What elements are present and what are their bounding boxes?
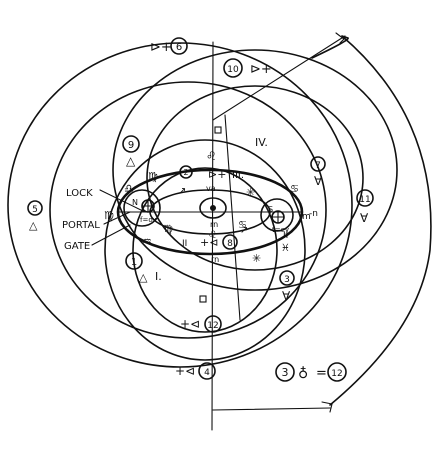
outer-connector-top bbox=[212, 35, 346, 121]
ring-band-inner-left bbox=[49, 81, 327, 339]
svg-text:12: 12 bbox=[331, 369, 342, 379]
triangle-down-glyph-11: ∀ bbox=[360, 211, 369, 225]
roman-numeral-I: I. bbox=[155, 270, 162, 283]
rn-top-label: rn bbox=[210, 220, 218, 229]
virgo-glyph-left: ♍ bbox=[104, 209, 114, 222]
equation-equals: = bbox=[316, 366, 327, 381]
lock-label: LOCK bbox=[66, 188, 93, 199]
ring-number-11: 11 bbox=[356, 189, 374, 207]
svg-text:10: 10 bbox=[227, 65, 239, 75]
n-glyph-label: -n bbox=[309, 209, 318, 219]
ring-band-outer-lower bbox=[104, 139, 306, 361]
cancer-glyph-top: ♋ bbox=[290, 184, 299, 195]
svg-text:11: 11 bbox=[359, 195, 370, 205]
gate-pointer bbox=[91, 224, 131, 246]
ring-number-5: 5 bbox=[27, 200, 43, 216]
svg-text:3: 3 bbox=[282, 366, 289, 379]
north-hub-circle bbox=[123, 189, 161, 227]
roman-numeral-II-lower: II bbox=[182, 239, 187, 249]
ring-band-outer-left bbox=[7, 42, 353, 368]
leo-glyph-inner: ♌ bbox=[208, 230, 217, 241]
virgo-glyph-inner: ♍ bbox=[164, 224, 173, 235]
svg-text:4: 4 bbox=[204, 368, 210, 378]
roman-numeral-IV: IV. bbox=[255, 136, 268, 149]
triangle-cross-glyph-4: +⊲ bbox=[175, 364, 195, 378]
svg-text:5: 5 bbox=[32, 205, 38, 215]
va-label: va bbox=[206, 184, 216, 193]
svg-text:8: 8 bbox=[227, 239, 233, 249]
gate-label: GATE bbox=[64, 241, 90, 252]
square-marker-lower bbox=[199, 295, 207, 303]
ring-number-10: 10 bbox=[223, 58, 243, 78]
center-eye-dot bbox=[210, 205, 216, 211]
ring-number-12: 12 bbox=[204, 315, 222, 333]
svg-text:3: 3 bbox=[284, 275, 290, 285]
svg-text:9: 9 bbox=[128, 140, 134, 151]
triangle-cross-glyph-III: ⊳+ bbox=[208, 168, 226, 181]
ring-number-4: 4 bbox=[198, 362, 216, 380]
triangle-up-glyph-5: △ bbox=[29, 219, 38, 232]
equation-3-earth-equals-12: 3 ♁ = 12 bbox=[275, 362, 347, 382]
libra-glyph: ♎ bbox=[124, 182, 134, 195]
pisces-glyph-right: ♓ bbox=[281, 243, 290, 254]
triangle-cross-glyph-8: +⊲ bbox=[200, 236, 218, 249]
svg-text:2: 2 bbox=[183, 168, 188, 177]
triangle-up-glyph-1: △ bbox=[139, 271, 148, 284]
lock-pointer bbox=[99, 189, 146, 213]
svg-text:7: 7 bbox=[315, 161, 321, 171]
outer-right-arc-tick-bottom bbox=[321, 401, 333, 413]
ring-number-8: 8 bbox=[222, 234, 238, 250]
triangle-cross-glyph-top: ⊳+ bbox=[150, 40, 172, 55]
sagittarius-glyph-left: ↗ bbox=[178, 186, 186, 197]
star-glyph-top: ✳ bbox=[246, 186, 255, 199]
ring-band-outer-right bbox=[112, 49, 398, 291]
portal-label: PORTAL bbox=[62, 220, 100, 231]
triangle-up-glyph-9: △ bbox=[126, 154, 136, 168]
portal-pointer bbox=[103, 211, 131, 225]
svg-text:6: 6 bbox=[176, 42, 182, 53]
ring-band-inner-lower bbox=[132, 167, 278, 333]
north-letter: N bbox=[132, 198, 138, 207]
sagittarius-glyph-right: ↗ bbox=[240, 225, 248, 236]
triangle-cross-glyph-12: +⊲ bbox=[180, 317, 200, 331]
rn-bottom-label: rn bbox=[211, 255, 219, 264]
center-eye bbox=[199, 197, 227, 219]
ring-number-3: 3 bbox=[279, 270, 295, 286]
aquarius-glyph: ♒ bbox=[142, 235, 152, 248]
south-hub-circle bbox=[260, 198, 294, 232]
star-glyph-bottom: ✳ bbox=[252, 252, 261, 265]
diagonal-line bbox=[224, 114, 241, 321]
cancer-glyph-inner: ♋ bbox=[238, 220, 247, 231]
triangle-down-glyph-7: ∀ bbox=[314, 174, 323, 188]
svg-text:12: 12 bbox=[207, 321, 218, 331]
south-hub-earth-cross bbox=[271, 210, 285, 224]
m-glyph-inner: m bbox=[302, 212, 311, 222]
ring-number-7: 7 bbox=[310, 156, 326, 172]
outer-right-arc bbox=[311, 35, 432, 406]
leo-glyph-top: ♌ bbox=[206, 149, 217, 163]
south-letter: S bbox=[268, 205, 273, 214]
fox-label: f=ox bbox=[140, 216, 157, 224]
square-marker-upper bbox=[214, 126, 222, 134]
ring-number-2: 2 bbox=[179, 165, 193, 179]
roman-numeral-III: III. bbox=[232, 170, 244, 181]
svg-text:1: 1 bbox=[131, 257, 137, 268]
north-hub-earth-cross bbox=[141, 199, 155, 213]
roman-numeral-II-right: II bbox=[283, 231, 288, 241]
tsey-label: t=ey bbox=[272, 226, 289, 234]
outer-right-arc-tick-top bbox=[335, 32, 345, 44]
ring-number-9: 9 bbox=[122, 135, 140, 153]
triangle-down-glyph-3: ∀ bbox=[282, 289, 291, 303]
equation-earth-glyph: ♁ bbox=[298, 366, 308, 382]
ring-number-6: 6 bbox=[170, 37, 188, 55]
triangle-cross-glyph-ring10: ⊳+ bbox=[250, 62, 272, 77]
outer-connector-bottom bbox=[212, 407, 331, 411]
ring-band-inner-right bbox=[146, 85, 364, 271]
ring-number-1: 1 bbox=[125, 252, 143, 270]
virgo-glyph-top: ♍ bbox=[148, 170, 158, 183]
